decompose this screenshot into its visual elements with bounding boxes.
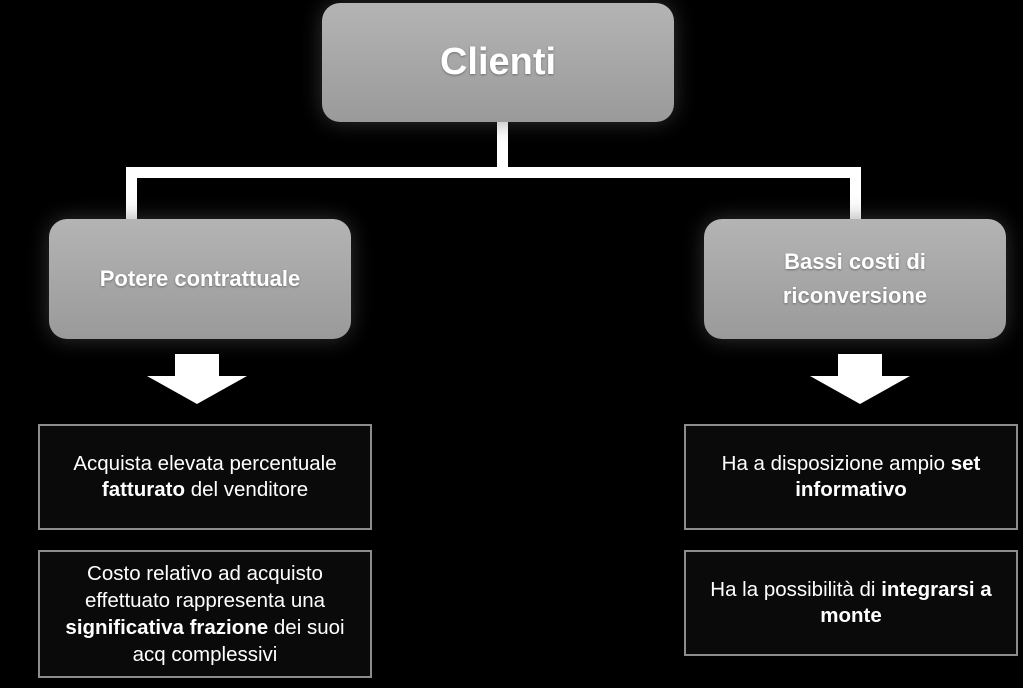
detail-text: Ha a disposizione ampio set informativo [706, 451, 996, 503]
node-bassi-costi: Bassi costi di riconversione [704, 219, 1006, 339]
node-potere-contrattuale: Potere contrattuale [49, 219, 351, 339]
detail-text-post: dei suoi acq complessivi [132, 616, 345, 666]
detail-text-post: del venditore [185, 478, 309, 501]
detail-text-pre: Ha a disposizione ampio [721, 452, 951, 475]
connector-horizontal [126, 167, 861, 178]
node-clienti: Clienti [322, 3, 674, 122]
detail-text-pre: Ha la possibilità di [710, 578, 882, 601]
down-arrow-left-icon [147, 354, 247, 404]
node-clienti-label: Clienti [439, 41, 557, 83]
connector-left-drop [126, 167, 137, 219]
detail-box-fatturato: Acquista elevata percentuale fatturato d… [38, 424, 372, 530]
detail-text: Acquista elevata percentuale fatturato d… [60, 451, 350, 503]
connector-right-drop [850, 167, 861, 219]
detail-text-pre: Acquista elevata percentuale [73, 452, 337, 475]
detail-text: Costo relativo ad acquisto effettuato ra… [60, 560, 350, 668]
detail-text: Ha la possibilità di integrarsi a monte [706, 577, 996, 629]
detail-box-integrarsi: Ha la possibilità di integrarsi a monte [684, 550, 1018, 656]
detail-box-frazione: Costo relativo ad acquisto effettuato ra… [38, 550, 372, 678]
node-potere-contrattuale-label: Potere contrattuale [99, 266, 301, 291]
node-bassi-costi-label: Bassi costi di riconversione [782, 249, 928, 308]
detail-text-pre: Costo relativo ad acquisto effettuato ra… [84, 562, 326, 612]
detail-text-bold: set informativo [795, 452, 981, 501]
down-arrow-right-icon [810, 354, 910, 404]
detail-text-bold: fatturato [101, 478, 186, 501]
detail-text-bold: significativa frazione [65, 616, 269, 639]
detail-box-set-informativo: Ha a disposizione ampio set informativo [684, 424, 1018, 530]
detail-text-bold: integrarsi a monte [820, 578, 992, 627]
connector-root-stem [497, 120, 508, 172]
